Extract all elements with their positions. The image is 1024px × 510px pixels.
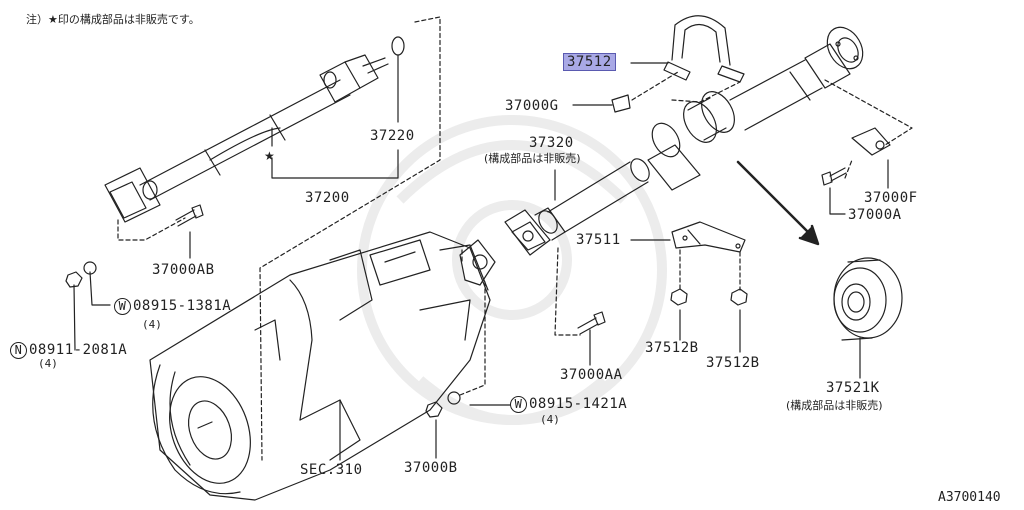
watermark-emblem	[357, 115, 667, 425]
part-number: 08911-2081A	[29, 342, 128, 358]
label-37000G[interactable]: 37000G	[505, 98, 559, 114]
label-37521K[interactable]: 37521K	[826, 380, 880, 396]
qty-08915-1381A: (4)	[142, 318, 162, 331]
part-number: 08915-1381A	[133, 298, 232, 314]
bracket-37000F[interactable]	[851, 127, 891, 156]
note-37320: (構成部品は非販売)	[484, 152, 581, 165]
label-37200[interactable]: 37200	[305, 190, 350, 206]
part-number: 08915-1421A	[529, 396, 628, 412]
rear-propeller-shaft	[504, 26, 864, 256]
qty-08915-1421A: (4)	[540, 413, 560, 426]
label-37000A[interactable]: 37000A	[848, 207, 902, 223]
bracket-37512[interactable]	[663, 15, 745, 83]
bracket-37511[interactable]	[671, 221, 746, 253]
label-37512-selected[interactable]: 37512	[563, 53, 616, 71]
plug-37000G[interactable]	[611, 94, 631, 113]
bolt-37000AB[interactable]	[175, 204, 204, 227]
leader-solid-rear	[339, 62, 889, 461]
label-sec310[interactable]: SEC.310	[300, 462, 363, 478]
front-propeller-shaft	[104, 54, 389, 223]
label-37220[interactable]: 37220	[370, 128, 415, 144]
qty-08911-2081A: (4)	[38, 357, 58, 370]
detail-arrow	[736, 160, 820, 246]
leader-solid-front	[73, 54, 399, 351]
label-37512B-left[interactable]: 37512B	[645, 340, 699, 356]
transmission-case	[149, 231, 496, 501]
leader-dashed-front	[117, 16, 463, 461]
nut-symbol: N	[10, 342, 27, 359]
washer-08915-1381A[interactable]	[83, 261, 97, 275]
label-37000B[interactable]: 37000B	[404, 460, 458, 476]
label-37000AB[interactable]: 37000AB	[152, 262, 215, 278]
label-37000F[interactable]: 37000F	[864, 190, 918, 206]
part-37220-shape[interactable]	[391, 36, 405, 56]
washer-08915-1421A[interactable]	[447, 391, 461, 405]
bolt-37000AA[interactable]	[577, 311, 606, 335]
nut-08911-2081A[interactable]	[65, 271, 83, 288]
bolt-37000A[interactable]	[821, 167, 847, 186]
label-37511[interactable]: 37511	[576, 232, 621, 248]
note-37521K: (構成部品は非販売)	[786, 399, 883, 412]
diagram-id: A3700140	[938, 490, 1001, 505]
leader-dashed-rear	[459, 71, 913, 396]
nut-37512B-1[interactable]	[670, 288, 688, 306]
bearing-37521K[interactable]	[833, 257, 903, 341]
washer-symbol: W	[510, 396, 527, 413]
nut-37512B-2[interactable]	[730, 288, 748, 306]
label-37320[interactable]: 37320	[529, 135, 574, 151]
label-37000AA[interactable]: 37000AA	[560, 367, 623, 383]
washer-symbol: W	[114, 298, 131, 315]
note-non-sale: 注）★印の構成部品は非販売です。	[26, 13, 200, 26]
star-mark: ★	[264, 149, 275, 163]
nut-37000B[interactable]	[425, 401, 443, 418]
label-37512B-right[interactable]: 37512B	[706, 355, 760, 371]
